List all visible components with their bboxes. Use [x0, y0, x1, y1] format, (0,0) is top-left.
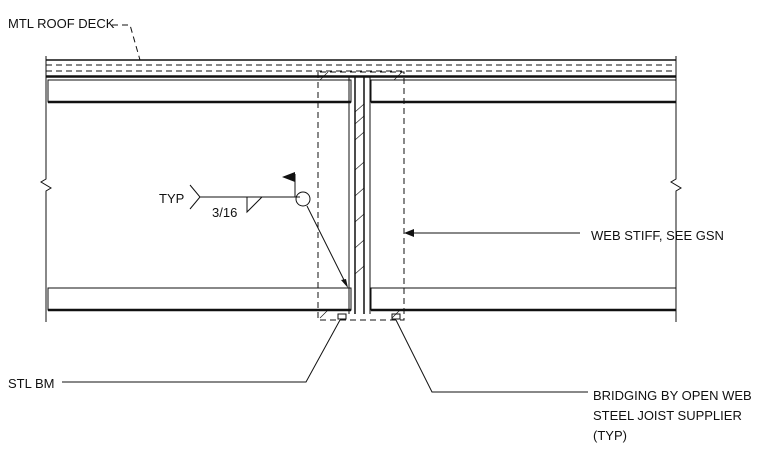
leader-roof-deck — [112, 24, 141, 61]
weld-arrowhead-icon — [341, 279, 348, 288]
bridging-label-line1: BRIDGING BY OPEN WEB — [593, 388, 752, 403]
bridging-label-line3: (TYP) — [593, 428, 627, 443]
leader-web-stiff — [404, 229, 580, 237]
web-stiff-label: WEB STIFF, SEE GSN — [591, 228, 724, 243]
leader-bridging — [395, 319, 588, 393]
web-stiffener — [319, 71, 403, 320]
weld-all-around-icon — [295, 191, 311, 207]
weld-size-label: 3/16 — [212, 205, 237, 220]
right-joist — [370, 79, 677, 312]
field-weld-flag-icon — [282, 172, 295, 182]
typ-label: TYP — [159, 191, 184, 206]
left-joist — [47, 79, 352, 312]
bridging-label-line2: STEEL JOIST SUPPLIER — [593, 408, 742, 423]
weld-symbol — [189, 172, 348, 288]
steel-beam-flanges — [317, 71, 405, 321]
weld-hatching — [319, 71, 403, 319]
joist-break-lines — [40, 80, 682, 322]
roof-deck — [45, 56, 677, 80]
roof-deck-label: MTL ROOF DECK — [8, 16, 115, 31]
stl-bm-label: STL BM — [8, 376, 54, 391]
leader-stl-bm — [62, 319, 341, 383]
